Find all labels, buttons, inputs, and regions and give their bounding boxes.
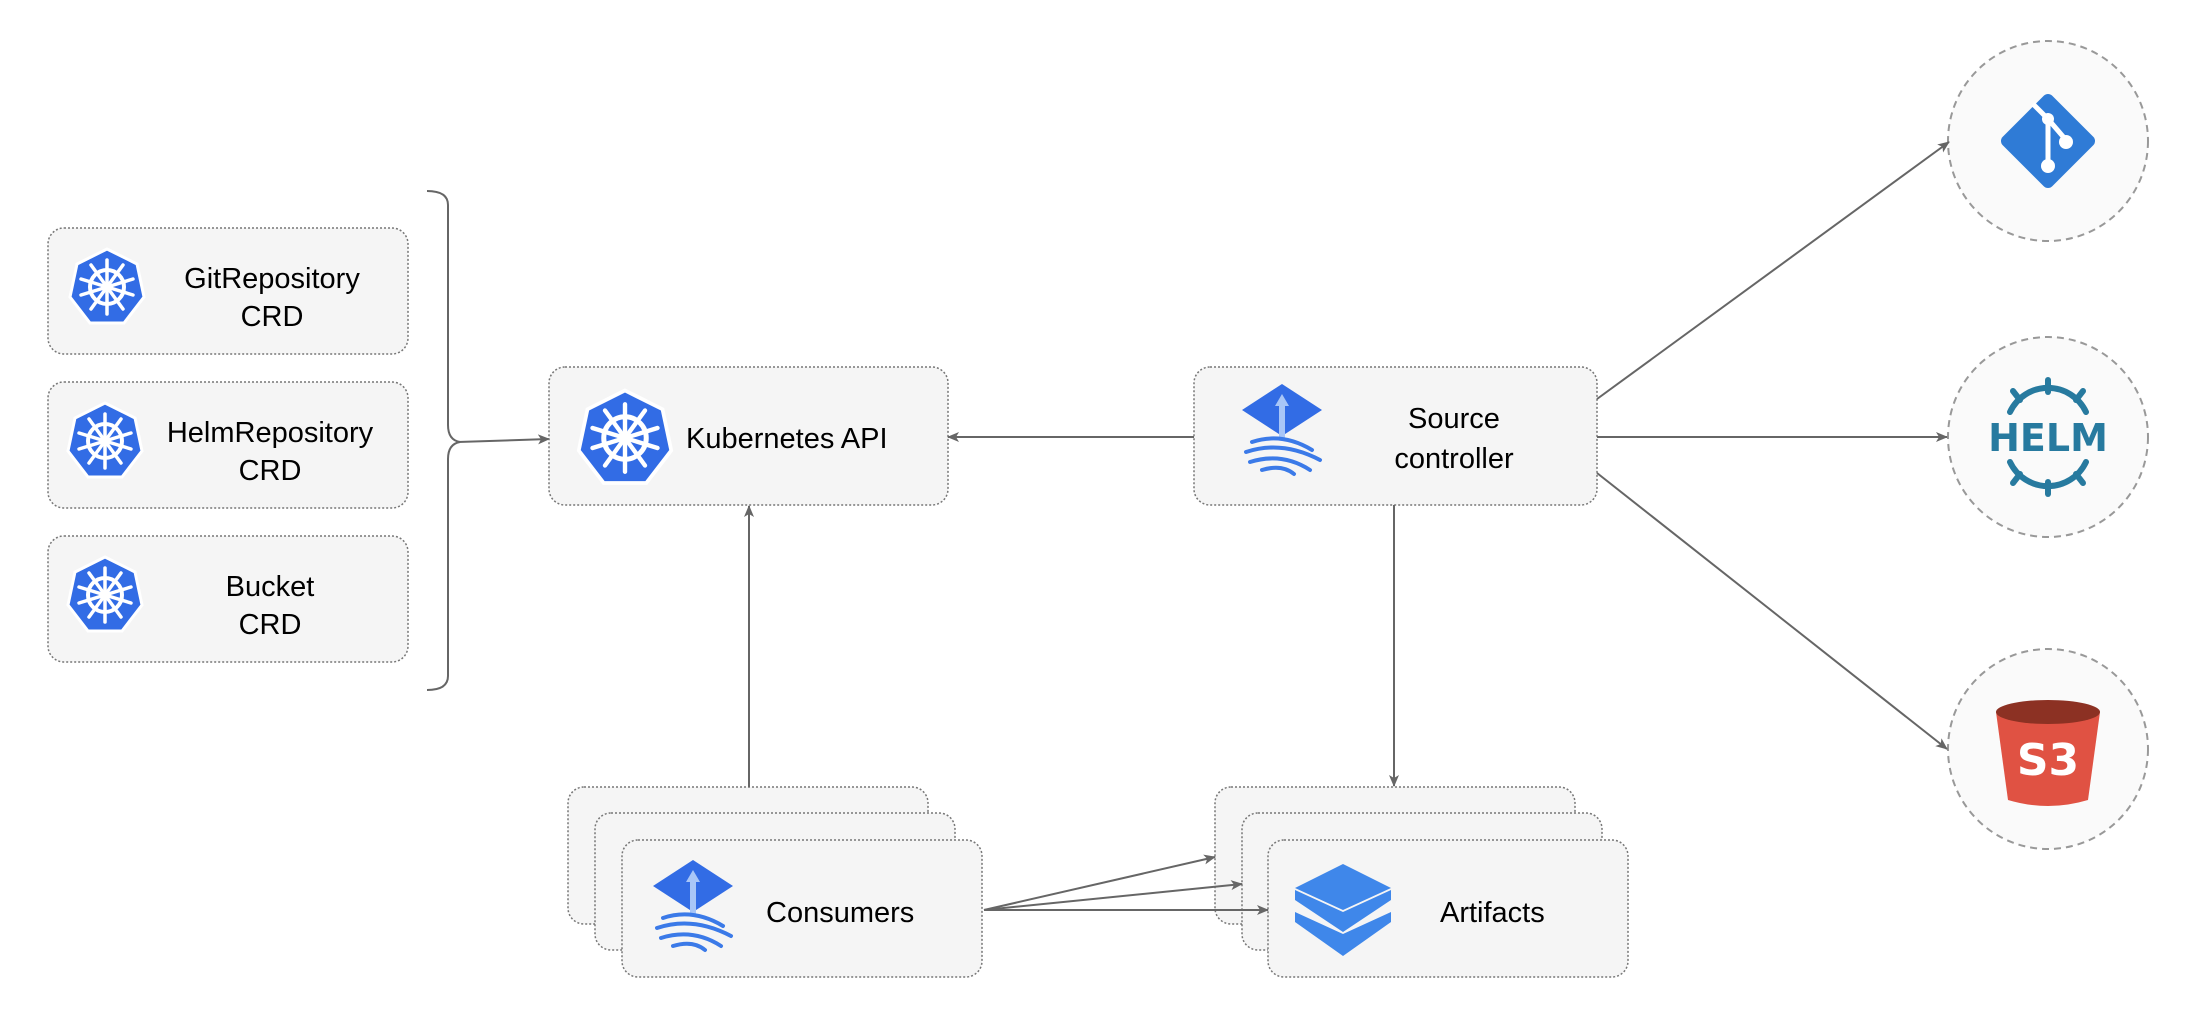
crd-gitrepository[interactable]: GitRepository CRD [47,227,409,355]
crd-sublabel: CRD [239,609,302,641]
artifacts-node[interactable]: Artifacts [1214,786,1629,978]
helm-icon: HELM [1988,377,2108,497]
s3-logo-text: S3 [2017,735,2079,786]
git-icon [2000,93,2096,189]
edge-consumers-to-artifacts-2 [983,880,1243,911]
crd-bucket[interactable]: Bucket CRD [47,535,409,663]
artifacts-label: Artifacts [1440,897,1545,929]
crd-label: Bucket [226,571,315,603]
source-controller-label: Source [1408,403,1500,435]
crd-label: GitRepository [184,263,360,295]
source-controller-node[interactable]: Source controller [1193,366,1598,506]
source-controller-sublabel: controller [1394,443,1514,475]
crd-sublabel: CRD [241,301,304,333]
edge-controller-to-git [1596,141,1950,400]
s3-bucket-icon: S3 [1996,700,2100,806]
git-source[interactable] [1947,40,2149,242]
crd-helmrepository[interactable]: HelmRepository CRD [47,381,409,509]
edge-controller-to-s3 [1596,472,1948,750]
kubernetes-api-node[interactable]: Kubernetes API [548,366,949,506]
kubernetes-api-label: Kubernetes API [686,423,888,455]
s3-source[interactable]: S3 [1947,648,2149,850]
crd-label: HelmRepository [167,417,374,449]
crd-sublabel: CRD [239,455,302,487]
helm-source[interactable]: HELM [1947,336,2149,538]
helm-logo-text: HELM [1988,416,2108,460]
crd-group-brace [426,190,461,691]
edge-crds-to-api [457,434,550,445]
consumers-label: Consumers [766,897,914,929]
edge-consumers-to-artifacts-1 [983,854,1216,911]
layers-icon [1295,864,1391,956]
consumers-node[interactable]: Consumers [567,786,983,978]
